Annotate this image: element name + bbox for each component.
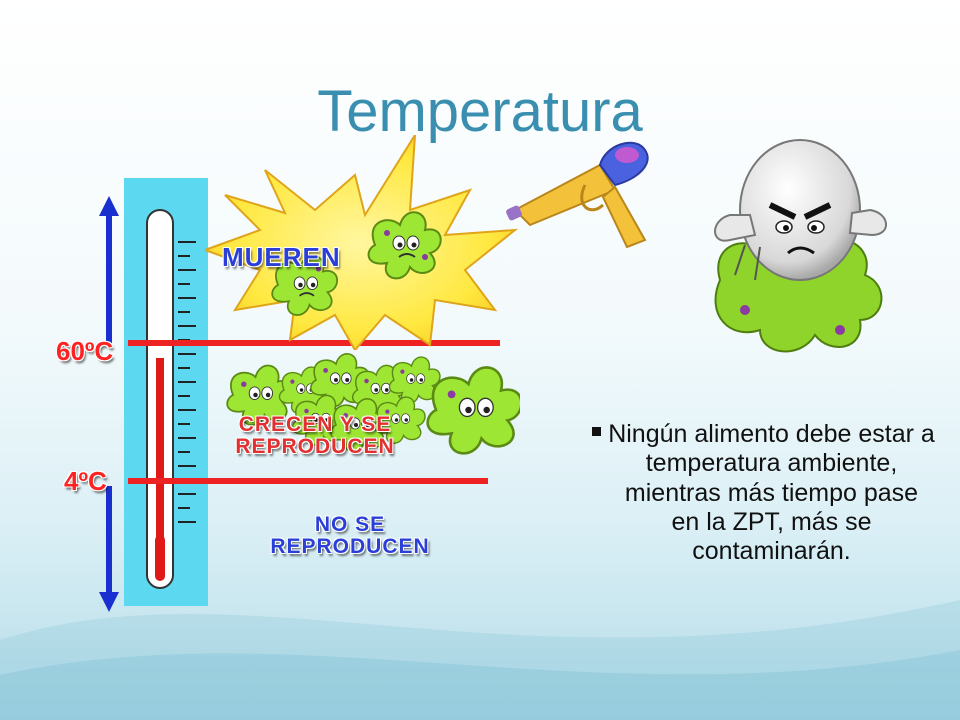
hot-zone-label: MUEREN <box>222 242 341 272</box>
germ-icon <box>271 254 338 316</box>
thermometer-ticks <box>178 241 196 523</box>
slide-title: Temperatura <box>317 79 643 144</box>
danger-zone-label-line1: CRECEN Y SE <box>238 413 392 436</box>
danger-zone-label-line2: REPRODUCEN <box>235 435 395 459</box>
cold-zone-label-line1: NO SE <box>314 513 386 536</box>
up-arrow-icon <box>99 196 119 346</box>
bullet-square-icon <box>592 427 601 436</box>
upper-limit-line <box>128 340 500 346</box>
thermometer-mercury <box>156 358 164 540</box>
explosion-burst <box>205 135 519 350</box>
note-bullet: Ningún alimento debe estar a temperatura… <box>590 420 935 566</box>
cold-zone-label-line2: REPRODUCEN <box>270 535 430 559</box>
lower-limit-label: 4ºC <box>64 466 107 496</box>
water-gun-icon <box>506 141 649 249</box>
lower-limit-line <box>128 478 488 484</box>
ghost-character-icon <box>714 139 887 353</box>
danger-zone-label: CRECEN Y SE REPRODUCEN <box>210 413 420 459</box>
upper-limit-label: 60ºC <box>56 336 114 366</box>
note-text: Ningún alimento debe estar a temperatura… <box>608 420 935 565</box>
cold-zone-label: NO SE REPRODUCEN <box>245 513 455 559</box>
germ-icon <box>367 211 442 280</box>
down-arrow-icon <box>99 486 119 612</box>
